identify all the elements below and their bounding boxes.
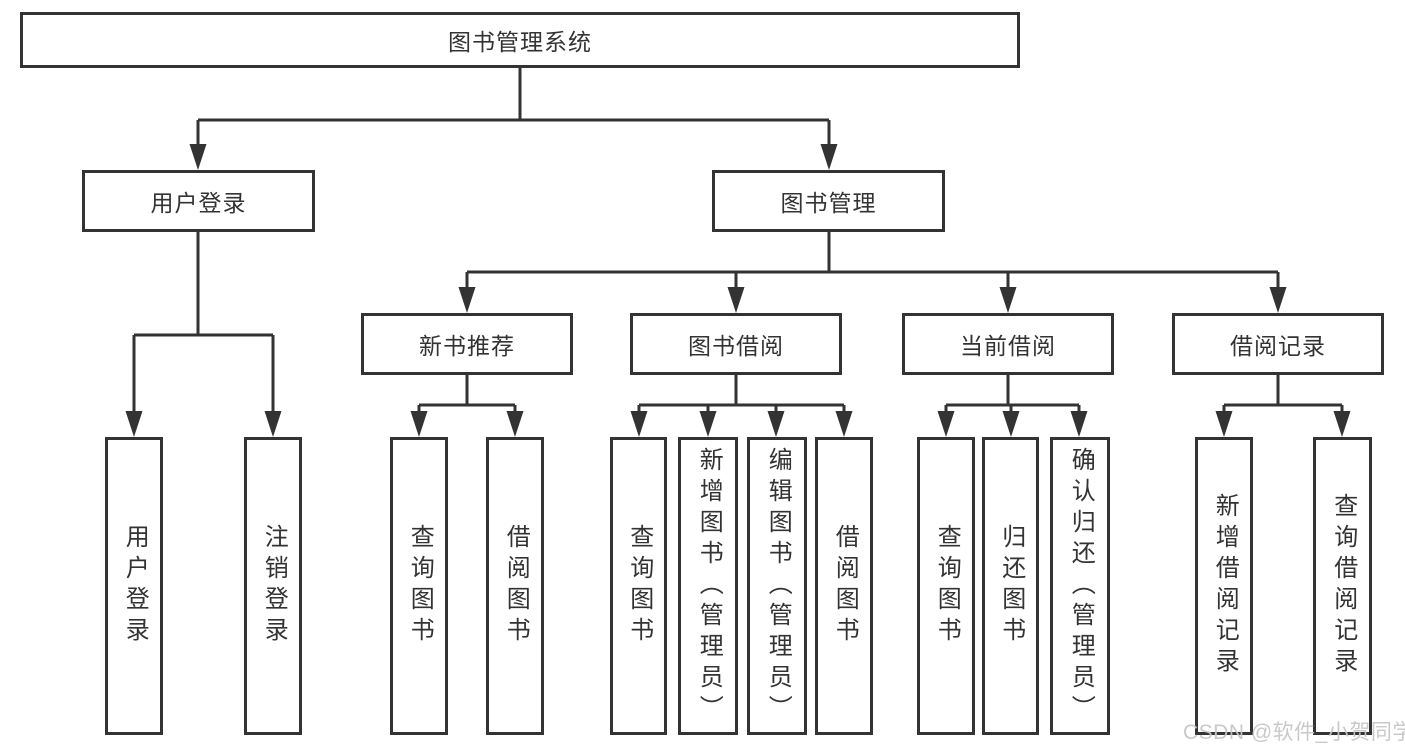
leaf-add-borrow-record: 新增借阅记录 [1195, 437, 1253, 735]
leaf-borrow-books: 借阅图书 [815, 437, 873, 735]
node-current-borrow: 当前借阅 [902, 313, 1114, 375]
leaf-query-books-recommend: 查询图书 [390, 437, 448, 735]
leaf-logout: 注销登录 [244, 437, 302, 735]
arrowheads [125, 144, 1351, 437]
watermark: CSDN @软件_小贺同学 [1183, 721, 1405, 744]
node-user-login: 用户登录 [82, 170, 315, 232]
node-borrow-records: 借阅记录 [1172, 313, 1384, 375]
node-book-management: 图书管理 [712, 170, 945, 232]
leaf-borrow-books-recommend: 借阅图书 [486, 437, 544, 735]
node-book-borrow: 图书借阅 [630, 313, 842, 375]
leaf-query-borrow-record: 查询借阅记录 [1313, 437, 1372, 735]
leaf-add-book-admin: 新增图书（管理员） [678, 437, 738, 735]
leaf-return-book: 归还图书 [982, 437, 1039, 735]
leaf-query-books-borrow: 查询图书 [610, 437, 667, 735]
leaf-query-books-current: 查询图书 [917, 437, 975, 735]
node-root: 图书管理系统 [20, 12, 1020, 68]
leaf-confirm-return-admin: 确认归还（管理员） [1050, 437, 1110, 735]
leaf-user-login: 用户登录 [105, 437, 163, 735]
tree-edges [132, 68, 1344, 415]
leaf-edit-book-admin: 编辑图书（管理员） [747, 437, 807, 735]
node-new-book-recommend: 新书推荐 [361, 313, 573, 375]
